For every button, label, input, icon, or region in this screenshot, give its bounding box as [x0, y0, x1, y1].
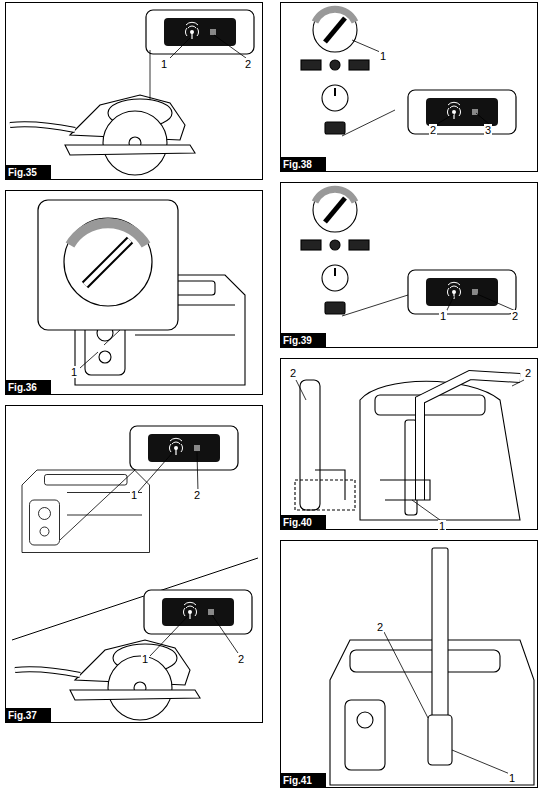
callout-number: 2 [376, 621, 384, 633]
callout-number: 1 [141, 653, 149, 665]
figure-tab: Fig.40 [280, 515, 326, 530]
callout-number: 1 [438, 520, 446, 532]
figure-panel: Fig.36 [5, 190, 263, 395]
callout-number: 2 [524, 367, 532, 379]
figure-tab: Fig.37 [5, 708, 51, 723]
figure-panel: Fig.38 [280, 2, 538, 172]
callout-number: 2 [511, 310, 519, 322]
callout-number: 1 [379, 50, 387, 62]
callout-number: 1 [508, 772, 516, 784]
callout-number: 1 [70, 366, 78, 378]
figure-tab: Fig.39 [280, 333, 326, 348]
figure-panel: Fig.35 [5, 2, 263, 180]
figure-panel: Fig.41 [280, 540, 538, 788]
figure-panel: Fig.39 [280, 182, 538, 348]
figure-tab: Fig.41 [280, 773, 326, 788]
callout-number: 1 [160, 58, 168, 70]
callout-number: 1 [439, 310, 447, 322]
callout-number: 2 [244, 58, 252, 70]
figure-tab: Fig.35 [5, 165, 51, 180]
callout-number: 2 [429, 124, 437, 136]
callout-number: 2 [237, 653, 245, 665]
figure-panel: Fig.37 [5, 405, 263, 723]
figure-tab: Fig.36 [5, 380, 51, 395]
callout-number: 1 [130, 489, 138, 501]
callout-number: 2 [193, 489, 201, 501]
figure-panel: Fig.40 [280, 358, 538, 530]
callout-number: 2 [289, 367, 297, 379]
figure-tab: Fig.38 [280, 157, 326, 172]
callout-number: 3 [484, 124, 492, 136]
